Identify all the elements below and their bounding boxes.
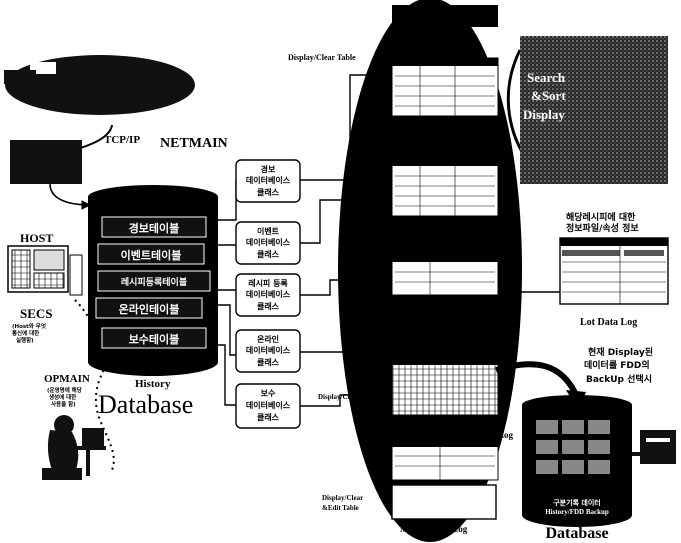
class-online-line3: 클래스 [257, 357, 280, 367]
opmain-note-1: (운영명에 해당 [47, 386, 82, 394]
db-table-list: 경보테이블 이벤트테이블 레시피등록테이블 온라인테이블 보수테이블 [95, 216, 211, 349]
display-clear-t-label-2: Clear T [345, 214, 368, 222]
secs-note-2: 통신에 대한 [12, 329, 39, 337]
db-table-event: 이벤트테이블 [121, 248, 182, 262]
class-box-event: 이벤트 데이터베이스 클래스 [235, 221, 301, 265]
backup-note-2: 데이터를 FDD의 [584, 359, 650, 371]
opmain-note-3: 사용을 함) [51, 400, 76, 408]
class-maint-line1: 보수 [261, 389, 276, 398]
screen-stack [391, 57, 499, 481]
class-recipe-line3: 클래스 [257, 301, 280, 311]
class-event-line3: 클래스 [257, 249, 280, 259]
class-maint-line3: 클래스 [257, 412, 280, 422]
class-recipe-line2: 데이터베이스 [246, 289, 291, 299]
backup-note-1: 현재 Display된 [588, 346, 653, 358]
fdd-drive-icon [632, 430, 676, 464]
class-event-line1: 이벤트 [257, 226, 280, 236]
class-box-maintenance: 보수 데이터베이스 클래스 [235, 383, 301, 429]
db-table-recipe: 레시피등록테이블 [121, 276, 187, 288]
opmain-label: OPMAIN [44, 373, 90, 385]
display-short-label: Displa [350, 272, 370, 280]
class-box-online: 온라인 데이터베이스 클래스 [235, 329, 301, 373]
class-alarm-line1: 경보 [261, 164, 276, 174]
class-recipe-line1: 레시피 등록 [248, 278, 288, 288]
display-clear-table-label: Display/Clear Table [288, 53, 356, 62]
db-to-class-connectors [218, 180, 237, 406]
display-clear-t-label-1: Display/ [354, 202, 380, 210]
class-alarm-line2: 데이터베이스 [246, 175, 291, 185]
backup-caption-small-2: History/FDD Backup [545, 508, 609, 516]
log-fragment-label: Log [498, 430, 514, 440]
history-label: History [135, 378, 171, 390]
search-sort-panel [520, 36, 668, 184]
class-maint-line2: 데이터베이스 [246, 400, 291, 410]
backup-caption-small-1: 구분기록 데이터 [553, 498, 601, 507]
lot-data-log-label: Lot Data Log [580, 317, 637, 328]
lotlog-header-1: 해당레시피에 대한 [566, 211, 636, 223]
db-table-alarm: 경보테이블 [129, 221, 180, 235]
class-event-line2: 데이터베이스 [246, 237, 291, 247]
class-online-line2: 데이터베이스 [246, 345, 291, 355]
search-label-3: Display [523, 107, 565, 122]
netmain-label: NETMAIN [160, 136, 228, 151]
host-computer-icon [7, 245, 83, 296]
tcpip-label: TCP/IP [104, 134, 140, 146]
search-label-1: Search [527, 70, 566, 85]
backup-note-3: BackUp 선택시 [586, 373, 652, 385]
host-link-dots [74, 299, 97, 331]
db-table-maintenance: 보수테이블 [129, 332, 180, 346]
backup-database-cylinder [522, 395, 632, 527]
db-table-online: 온라인테이블 [119, 302, 180, 316]
search-label-2: &Sort [531, 88, 566, 103]
maintenance-log-label: Maintenance Log [400, 524, 468, 534]
backup-database-label: Database [545, 525, 608, 542]
secs-label: SECS [20, 306, 53, 321]
display-clear-ble-label: Display/Clear ble [318, 393, 370, 401]
network-server-icon [4, 55, 195, 115]
class-alarm-line3: 클래스 [257, 187, 280, 197]
lotlog-table [559, 237, 669, 305]
backup-arrow [495, 361, 579, 397]
display-clear-edit-label-2: &Edit Table [322, 504, 359, 512]
top-monitor-icon [392, 5, 498, 27]
operator-at-terminal-icon [42, 415, 106, 480]
database-label: Database [98, 390, 193, 419]
host-label: HOST [20, 231, 53, 245]
opmain-note-2: 생성에 대한 [49, 393, 76, 401]
lotlog-header-2: 정보파일/속성 정보 [566, 222, 639, 234]
secs-note-1: (Host와 무엇 [12, 322, 46, 330]
class-online-line1: 온라인 [257, 334, 279, 344]
maintenance-screen [391, 484, 497, 520]
class-box-alarm: 경보 데이터베이스 클래스 [235, 159, 301, 203]
opmain-link-dots [94, 359, 115, 471]
class-box-recipe: 레시피 등록 데이터베이스 클래스 [235, 273, 301, 317]
display-clear-edit-label-1: Display/Clear [322, 494, 363, 502]
secs-note-3: 실행함) [16, 336, 34, 344]
gateway-box-icon [10, 140, 82, 184]
gateway-to-db-arrow [49, 183, 91, 210]
